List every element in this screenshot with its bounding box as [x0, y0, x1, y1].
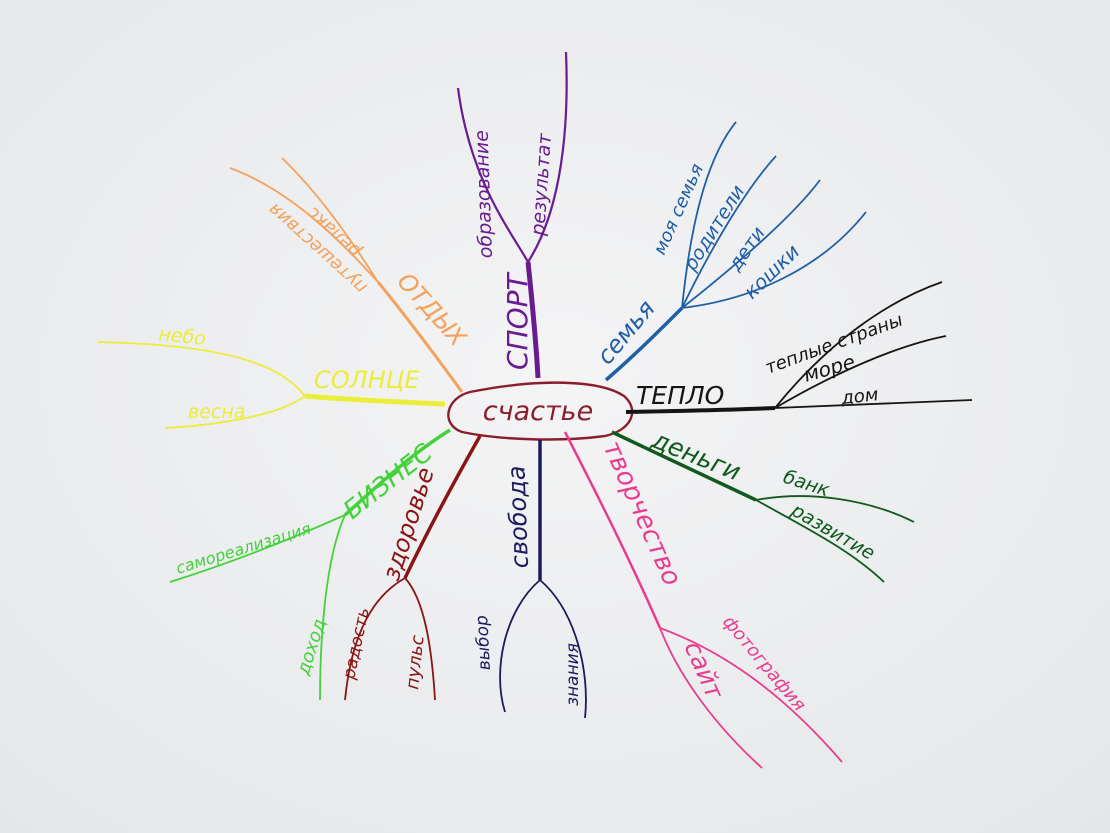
branch-biznes-main-line [343, 428, 451, 517]
branch-semya-line-2 [681, 155, 777, 309]
branch-svoboda-label: свобода [502, 465, 534, 569]
branch-teplo-main-line [625, 406, 776, 414]
branch-sport-child-1: образование [471, 130, 497, 259]
branch-solnce-child-1: небо [157, 323, 207, 350]
branch-otdyh-line-1 [229, 167, 379, 283]
branch-svoboda: свобода выбор знания [472, 440, 587, 719]
branch-semya-line-1 [681, 121, 737, 309]
branch-svoboda-line-2 [539, 579, 587, 719]
branch-zdorove-line-2 [404, 577, 436, 701]
branch-svoboda-child-2: знания [563, 643, 583, 706]
branch-biznes-line-2 [319, 514, 346, 701]
branch-solnce-line-1 [97, 341, 306, 397]
branch-teplo-child-3: дом [839, 384, 879, 409]
branch-semya-line-3 [681, 179, 821, 309]
branch-teplo-line-3 [774, 399, 973, 409]
branch-svoboda-line-1 [499, 579, 541, 713]
branch-sport: СПОРТ образование результат [456, 51, 568, 379]
branch-sport-line-2 [527, 51, 568, 263]
center-label: счастье [483, 396, 593, 427]
branch-dengi-main-line [611, 430, 757, 502]
branch-otdyh-main-line [376, 281, 464, 393]
branch-sport-label: СПОРТ [501, 271, 534, 370]
branch-solnce-line-2 [164, 395, 306, 429]
branch-solnce-main-line [304, 393, 446, 407]
branch-teplo-label: ТЕПЛО [636, 381, 724, 410]
branch-tvorchestvo-line-2 [659, 627, 763, 769]
branch-sport-main-line [525, 261, 541, 379]
branch-semya-line-4 [681, 211, 867, 309]
center-outline [447, 381, 634, 441]
branch-semya-main-line [604, 306, 684, 382]
branch-zdorove-line-1 [344, 577, 406, 701]
branch-dengi-line-2 [755, 499, 885, 583]
branch-svoboda-child-1: выбор [472, 614, 495, 670]
branch-sport-line-1 [456, 87, 529, 263]
branch-otdyh-line-2 [281, 157, 379, 283]
branch-tvorchestvo-main-line [563, 431, 662, 629]
branch-teplo-line-1 [774, 281, 943, 409]
branch-solnce-label: СОЛНЦЕ [314, 366, 420, 394]
branch-dengi-line-1 [755, 495, 915, 523]
branch-zdorove-main-line [403, 435, 482, 579]
branch-tvorchestvo-line-1 [659, 627, 843, 763]
branch-solnce: СОЛНЦЕ небо весна [97, 323, 446, 429]
branch-biznes-line-1 [169, 514, 346, 583]
branch-solnce-child-2: весна [188, 401, 245, 423]
branch-teplo-line-2 [774, 335, 947, 409]
center-node: счастье [447, 381, 634, 441]
